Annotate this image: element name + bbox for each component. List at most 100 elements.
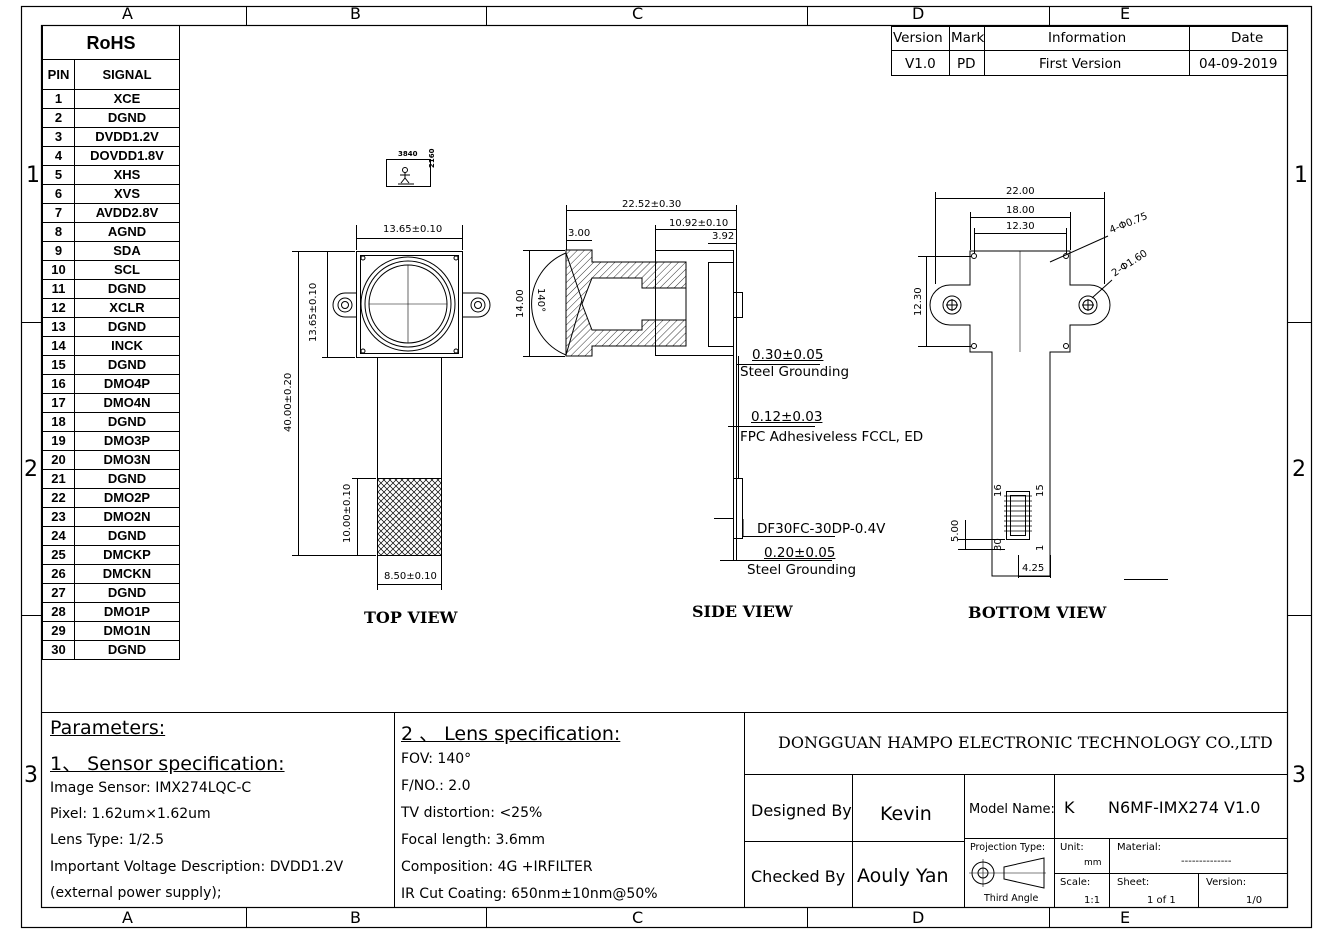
pin-number: 20 bbox=[42, 450, 75, 470]
bottom-pcb-dim: 12.30 bbox=[1006, 221, 1035, 232]
pin-signal: AGND bbox=[74, 222, 180, 242]
revision-table-lines bbox=[891, 26, 1288, 76]
resolution-label-icon bbox=[386, 159, 431, 187]
pin-number: 25 bbox=[42, 545, 75, 565]
checked-by-value: Aouly Yan bbox=[857, 865, 949, 887]
sensor-line-2: Pixel: 1.62um×1.62um bbox=[50, 806, 211, 822]
pin-number: 2 bbox=[42, 108, 75, 128]
pin-signal: DMCKN bbox=[74, 564, 180, 584]
bottom-conn-width-dim: 4.25 bbox=[1022, 563, 1045, 574]
title-block-lines bbox=[41, 712, 1288, 908]
pin-signal: DMCKP bbox=[74, 545, 180, 565]
pin-signal: DGND bbox=[74, 640, 180, 660]
bottom-height-dim: 12.30 bbox=[913, 287, 924, 316]
bottom-outer-dim: 22.00 bbox=[1006, 186, 1035, 197]
designed-by-value: Kevin bbox=[880, 803, 932, 825]
grid-row-2-left: 2 bbox=[24, 457, 38, 482]
sensor-line-4: Important Voltage Description: DVDD1.2V bbox=[50, 859, 344, 875]
label-width-text: 3840 bbox=[398, 150, 418, 158]
pin-number: 29 bbox=[42, 621, 75, 641]
lens-line-3: TV distortion: <25% bbox=[401, 805, 543, 821]
top-view-title: TOP VIEW bbox=[364, 608, 458, 627]
pin-number: 9 bbox=[42, 241, 75, 261]
grid-col-c-top: C bbox=[632, 4, 644, 23]
pin-number: 18 bbox=[42, 412, 75, 432]
grid-row-3-right: 3 bbox=[1292, 763, 1306, 788]
pin-number: 23 bbox=[42, 507, 75, 527]
designed-by-label: Designed By bbox=[751, 801, 852, 820]
sensor-spec-heading: 1、 Sensor specification: bbox=[50, 753, 285, 775]
model-prefix: K bbox=[1064, 798, 1075, 817]
pin-number: 19 bbox=[42, 431, 75, 451]
rev-header-information: Information bbox=[1048, 30, 1127, 46]
pin-signal: AVDD2.8V bbox=[74, 203, 180, 223]
rev-header-date: Date bbox=[1231, 30, 1264, 46]
pin-number: 27 bbox=[42, 583, 75, 603]
pin-number: 12 bbox=[42, 298, 75, 318]
checked-by-label: Checked By bbox=[751, 867, 846, 886]
pin-number: 16 bbox=[42, 374, 75, 394]
pin-number: 1 bbox=[42, 89, 75, 109]
pin-signal: INCK bbox=[74, 336, 180, 356]
scale-label: Scale: bbox=[1060, 877, 1091, 888]
pin-signal: XCLR bbox=[74, 298, 180, 318]
grid-col-c-bottom: C bbox=[632, 908, 644, 927]
pin-signal: DVDD1.2V bbox=[74, 127, 180, 147]
pin-signal: DGND bbox=[74, 355, 180, 375]
projection-type-label: Projection Type: bbox=[970, 842, 1046, 853]
lens-line-4: Focal length: 3.6mm bbox=[401, 832, 546, 848]
pin-signal: DMO2N bbox=[74, 507, 180, 527]
side-lens-front-dim: 3.00 bbox=[568, 228, 591, 239]
side-note-4-desc: Steel Grounding bbox=[747, 562, 857, 578]
side-total-dim: 22.52±0.30 bbox=[622, 199, 682, 210]
grid-row-1-left: 1 bbox=[26, 163, 40, 188]
top-conn-width-dim: 8.50±0.10 bbox=[384, 571, 437, 582]
rev-header-mark: Mark bbox=[951, 30, 985, 46]
pin-number: 5 bbox=[42, 165, 75, 185]
pin-signal: DGND bbox=[74, 279, 180, 299]
pin-number: 14 bbox=[42, 336, 75, 356]
sheet-label: Sheet: bbox=[1117, 877, 1150, 888]
side-note-4-value: 0.20±0.05 bbox=[764, 545, 836, 561]
grid-row-1-right: 1 bbox=[1294, 163, 1308, 188]
pin-signal: DGND bbox=[74, 317, 180, 337]
side-note-2-desc: FPC Adhesiveless FCCL, ED bbox=[740, 429, 924, 445]
sensor-line-3: Lens Type: 1/2.5 bbox=[50, 832, 164, 848]
bottom-view-drawing bbox=[918, 192, 1168, 580]
side-note-1-desc: Steel Grounding bbox=[740, 364, 850, 380]
lens-line-1: FOV: 140° bbox=[401, 751, 472, 767]
pin-signal: SCL bbox=[74, 260, 180, 280]
lens-line-2: F/NO.: 2.0 bbox=[401, 778, 471, 794]
grid-col-e-top: E bbox=[1120, 4, 1131, 23]
unit-label: Unit: bbox=[1060, 842, 1084, 853]
side-note-3-value: DF30FC-30DP-0.4V bbox=[757, 521, 886, 537]
projection-type-value: Third Angle bbox=[984, 893, 1039, 904]
pin-number: 22 bbox=[42, 488, 75, 508]
third-angle-projection-icon bbox=[969, 857, 1046, 889]
bottom-inner-dim: 18.00 bbox=[1006, 205, 1035, 216]
pin-signal: XVS bbox=[74, 184, 180, 204]
outer-frame bbox=[20, 5, 1313, 929]
bottom-pin-16: 16 bbox=[993, 484, 1004, 497]
pin-number: 30 bbox=[42, 640, 75, 660]
side-view-title: SIDE VIEW bbox=[692, 602, 793, 621]
pin-signal: DOVDD1.8V bbox=[74, 146, 180, 166]
